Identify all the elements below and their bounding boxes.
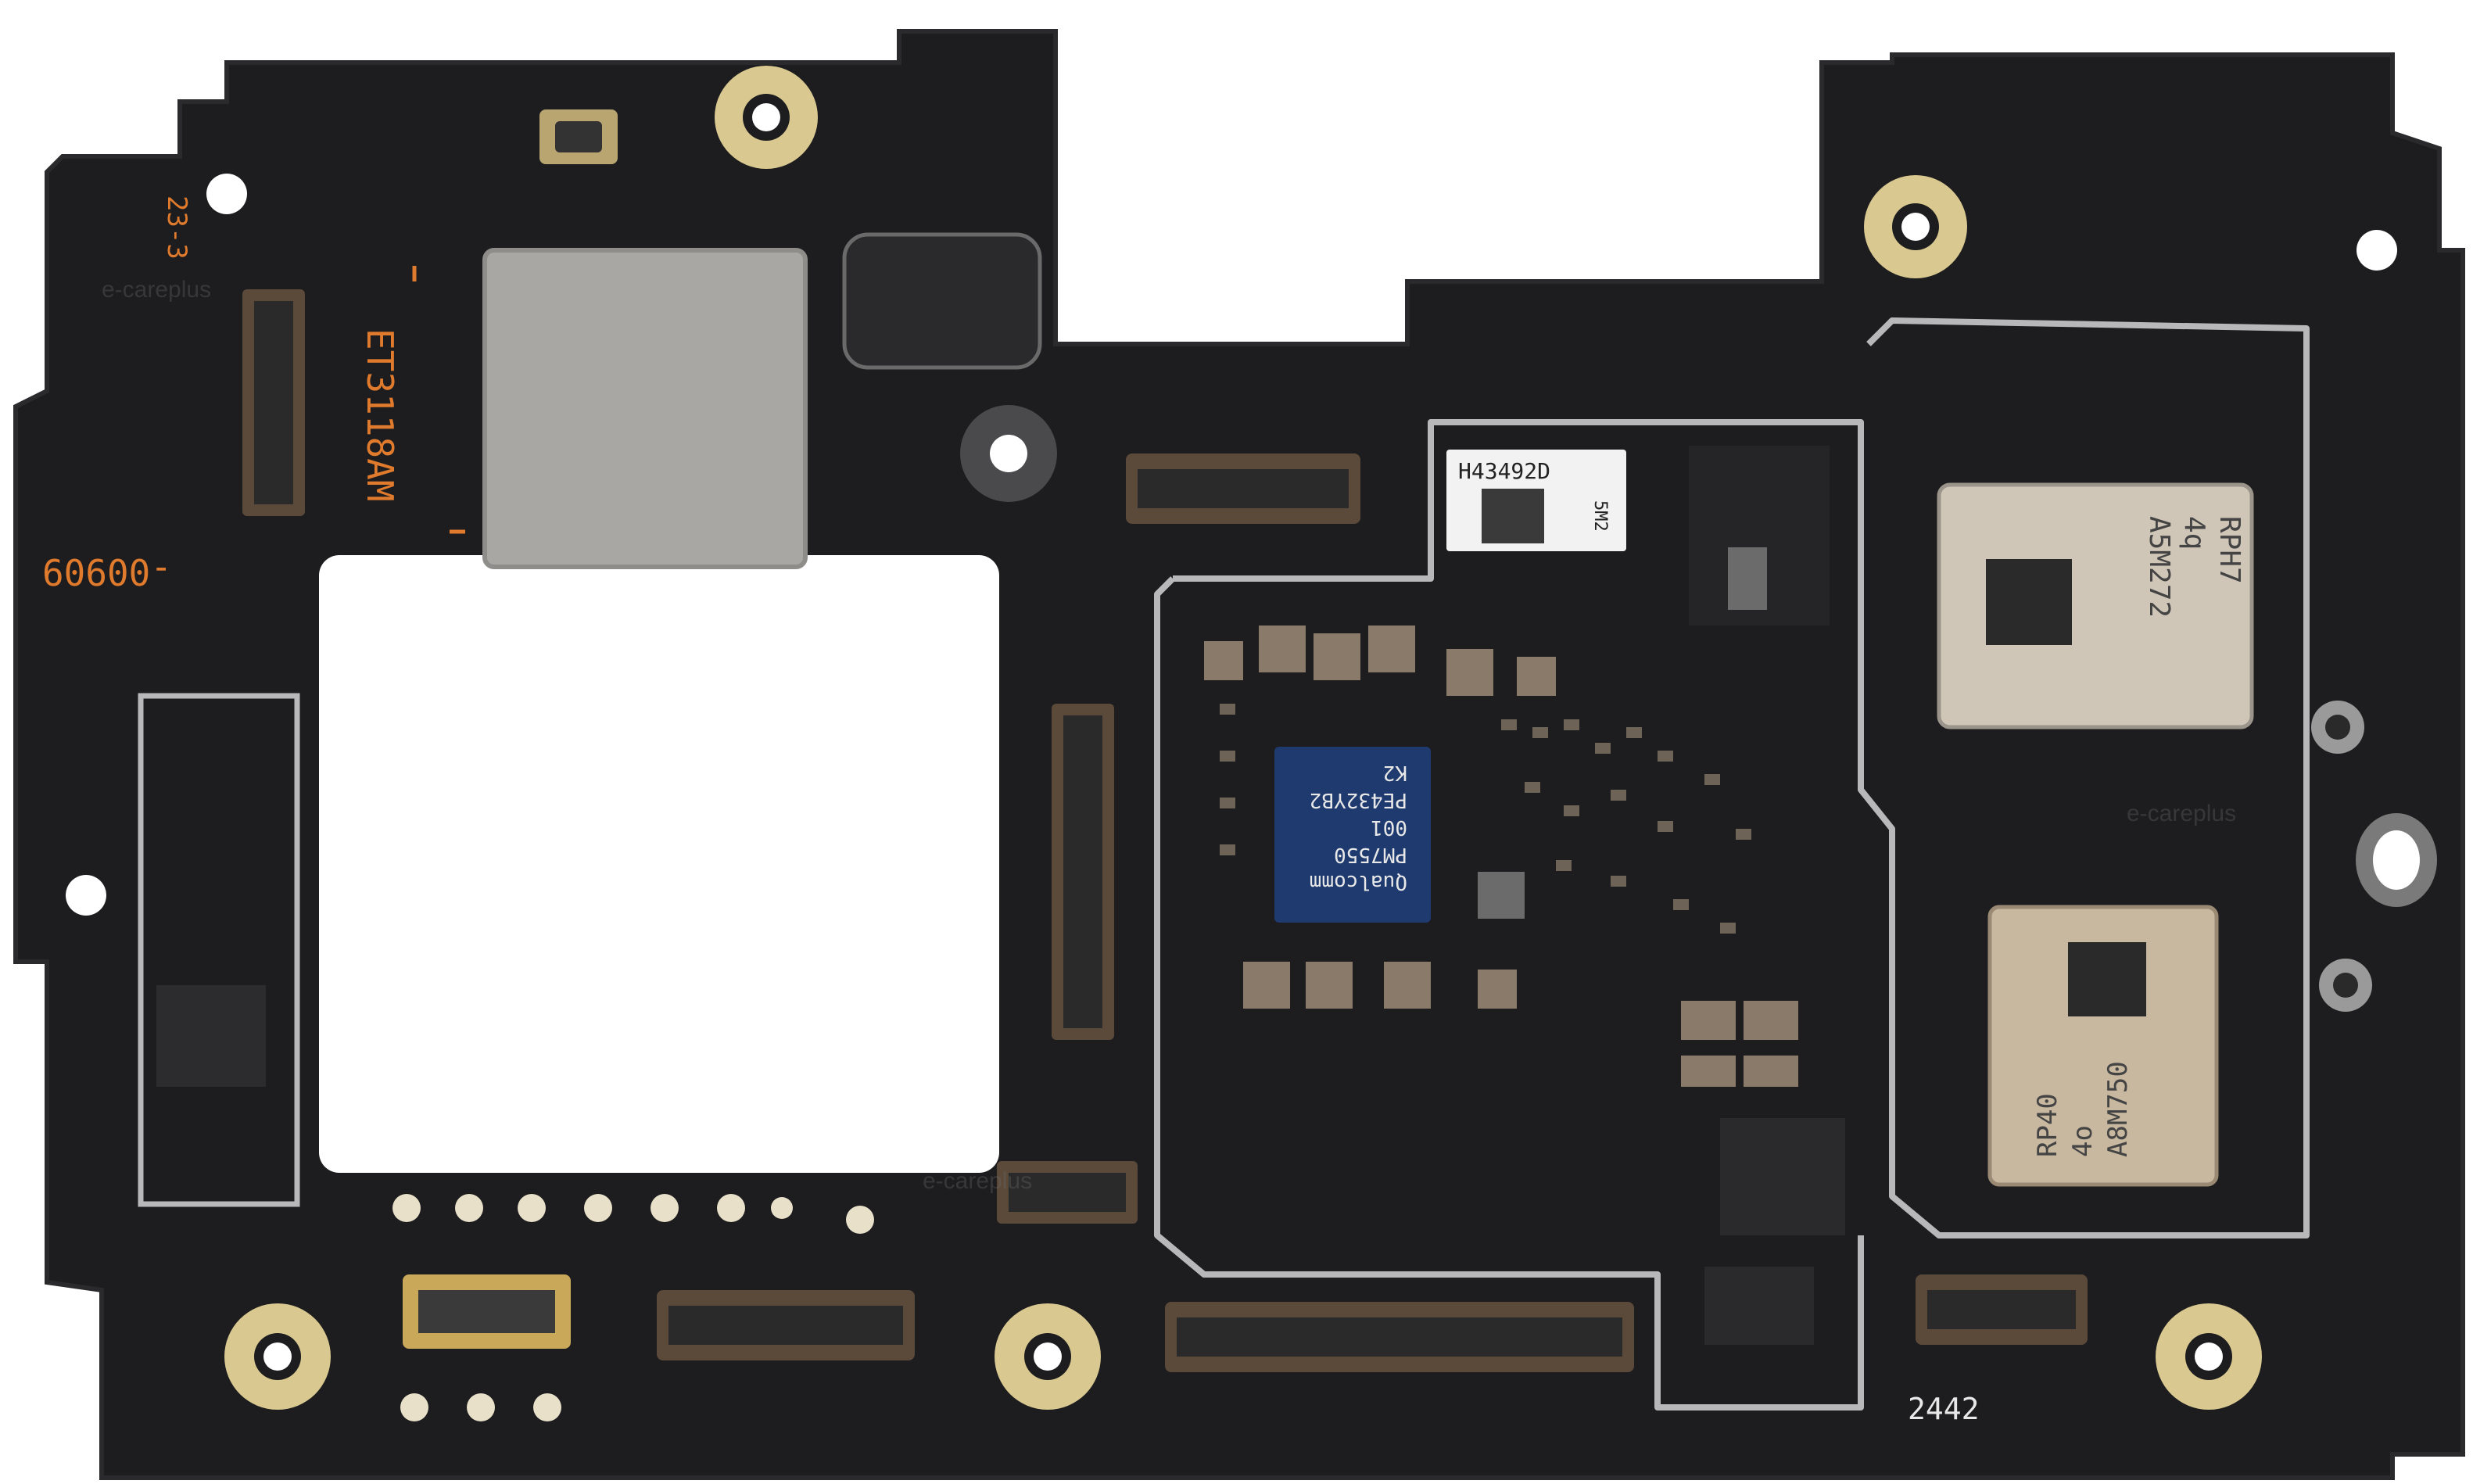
board-connector xyxy=(657,1290,915,1360)
board-connector xyxy=(1916,1274,2088,1345)
screw-ring xyxy=(2356,813,2437,907)
small-pads xyxy=(1220,704,1751,934)
serial-text: -00909 xyxy=(42,550,172,593)
module-a-label-1: RPH7 xyxy=(2213,516,2245,584)
screw-ring xyxy=(715,66,818,169)
date-code-text: 2442 xyxy=(1908,1392,1980,1426)
qr-code xyxy=(2068,942,2146,1016)
module-a-label-2: 4q xyxy=(2178,516,2210,550)
rev-code-text: 23-3 xyxy=(161,195,192,260)
module-a-label-3: A5M272 xyxy=(2143,516,2175,618)
coax-connector xyxy=(2319,959,2372,1012)
pmic-label-1: Qualcomm xyxy=(1310,870,1407,894)
microphone xyxy=(555,121,602,152)
pmic-label-4: PE432YB2 xyxy=(1310,788,1407,812)
board-connector xyxy=(1052,704,1114,1040)
board-connector xyxy=(997,1161,1138,1224)
screw-ring xyxy=(224,1303,331,1410)
watermark-text: e-careplus xyxy=(102,277,211,303)
rf-module-lower xyxy=(1987,905,2219,1187)
rf-module-upper xyxy=(1937,482,2254,729)
coax-connector xyxy=(2311,701,2364,754)
sticker-code: H43492D xyxy=(1458,458,1550,484)
ic-chip xyxy=(1704,1267,1814,1345)
screw-ring xyxy=(960,405,1057,502)
board-connector xyxy=(403,1274,571,1349)
board-connector xyxy=(1165,1302,1634,1372)
board-cutout xyxy=(319,555,999,1173)
board-connector xyxy=(1126,453,1360,524)
qr-code xyxy=(1986,559,2072,645)
pmic-label-5: K2 xyxy=(1383,761,1407,784)
sensor-part-text: ET3118AM xyxy=(359,328,401,502)
qualcomm-pmic-chip xyxy=(1274,747,1431,923)
mount-hole xyxy=(66,875,106,916)
mount-hole xyxy=(206,174,247,214)
mount-hole xyxy=(2357,230,2397,271)
shield-frame xyxy=(1154,576,1864,1411)
module-b-label-2: 4o xyxy=(2067,1125,2098,1157)
board-connector xyxy=(242,289,305,516)
test-pads xyxy=(392,1194,874,1421)
screw-ring xyxy=(2156,1303,2262,1410)
module-b-label-1: RP40 xyxy=(2032,1093,2063,1157)
ic-chip xyxy=(1720,1118,1845,1235)
screw-ring xyxy=(995,1303,1101,1410)
pmic-label-2: PM7550 xyxy=(1334,843,1407,866)
ic-chip xyxy=(842,232,1042,370)
module-b-label-3: A8M750 xyxy=(2102,1061,2134,1157)
passive-components xyxy=(1204,547,1798,1087)
qr-code xyxy=(1482,489,1544,543)
sticker-code-2: 5M2 xyxy=(1590,500,1610,532)
emi-shield xyxy=(482,248,808,569)
screw-ring xyxy=(1864,175,1967,278)
watermark-text: e-careplus xyxy=(923,1168,1032,1194)
pmic-label-3: 001 xyxy=(1371,815,1407,839)
shield-frame xyxy=(1173,317,2310,1238)
ic-chip xyxy=(156,985,266,1087)
watermark-text: e-careplus xyxy=(2127,801,2236,826)
shield-frame xyxy=(138,693,300,1207)
